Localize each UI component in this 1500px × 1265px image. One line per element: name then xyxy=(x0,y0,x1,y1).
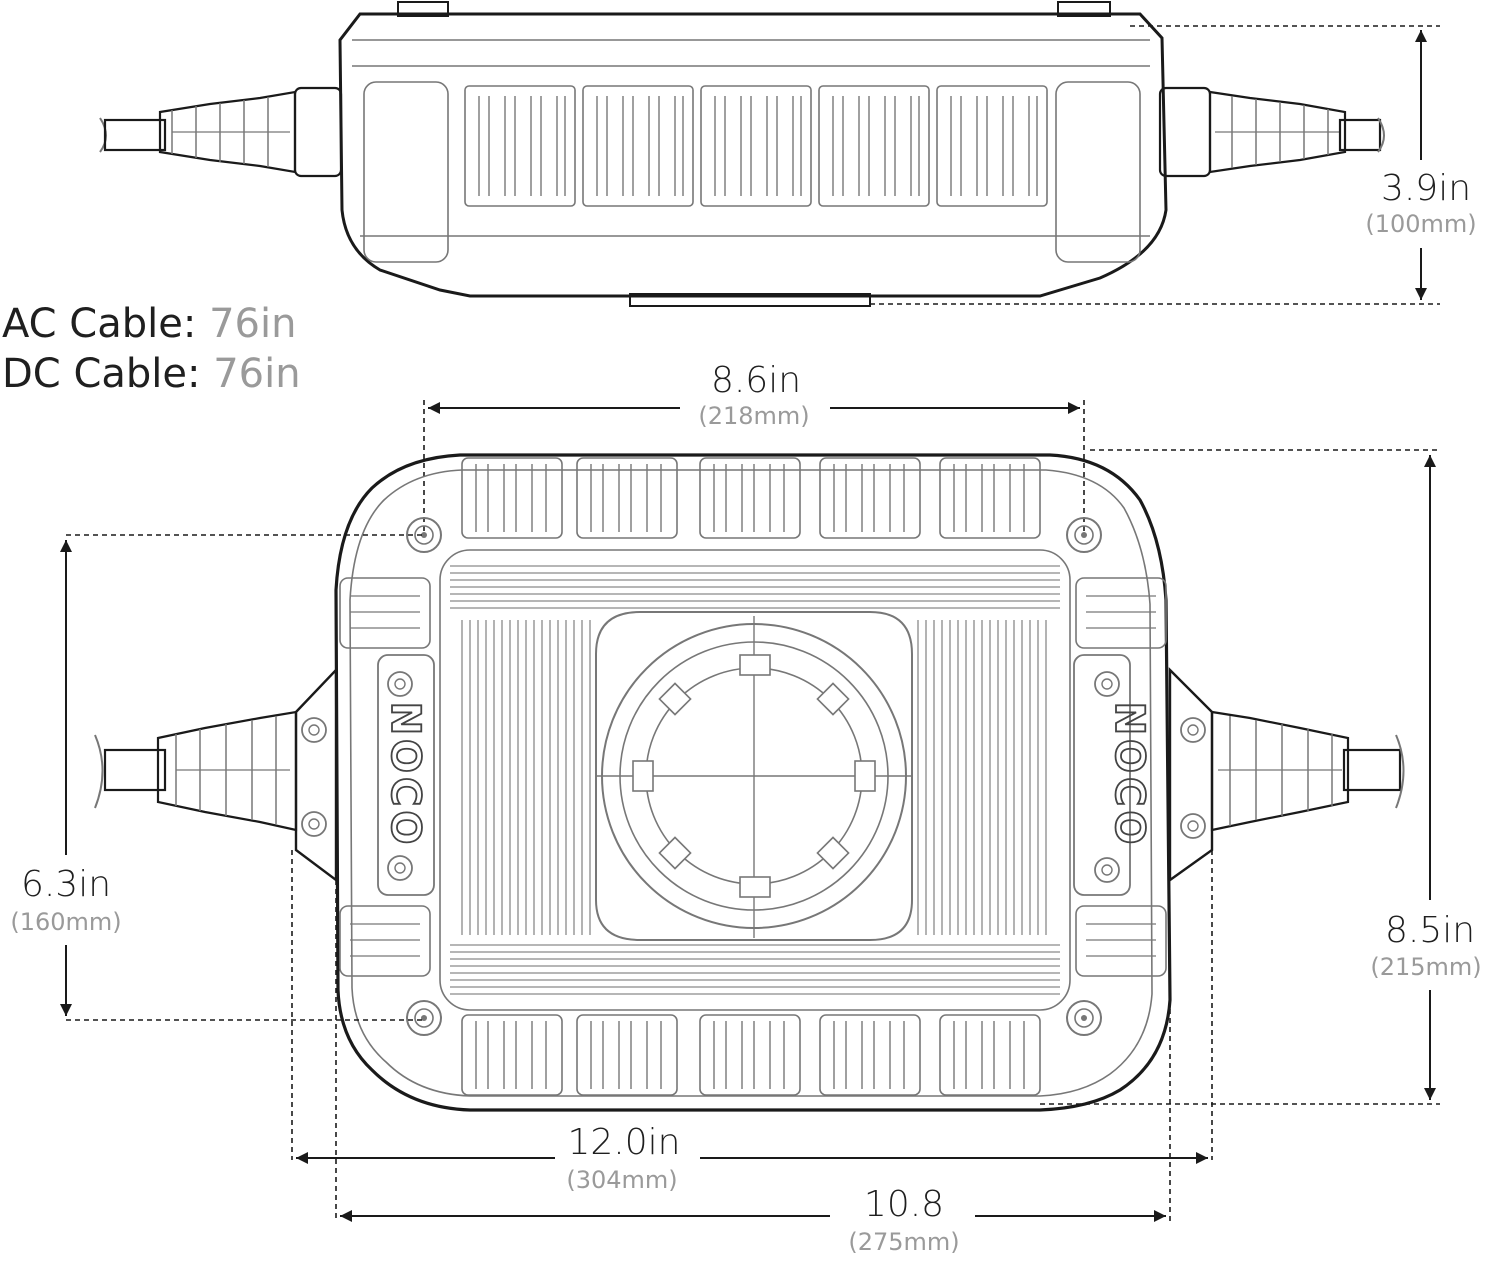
plan-view-right-cable xyxy=(1168,667,1405,883)
left-brand-logo: NOCO xyxy=(382,702,428,849)
overall-width-value: 12.0in xyxy=(568,1122,681,1163)
ac-cable-label: AC Cable: xyxy=(2,301,197,347)
dc-cable-length: DC Cable: 76in xyxy=(2,350,301,398)
side-view-left-cable xyxy=(99,86,343,178)
left-grip xyxy=(339,577,431,977)
body-width-dimension: 10.8 (275mm) xyxy=(335,880,1171,1256)
right-brand-logo: NOCO xyxy=(1106,702,1152,849)
right-grip xyxy=(1075,577,1167,977)
ac-cable-length: AC Cable: 76in xyxy=(2,300,296,348)
plan-view-left-cable xyxy=(94,667,338,883)
overall-width-dimension: 12.0in (304mm) xyxy=(291,850,1213,1194)
heat-sink-ribs xyxy=(450,565,1060,995)
mount-width-value: 8.6in xyxy=(711,360,801,401)
plan-view-body xyxy=(334,453,1172,1112)
body-width-value: 10.8 xyxy=(864,1184,944,1225)
left-logo-panel: NOCO xyxy=(377,654,435,896)
ac-cable-value: 76in xyxy=(209,301,297,347)
height-dimension-value: 3.9in xyxy=(1381,168,1471,209)
body-width-metric: (275mm) xyxy=(848,1228,959,1256)
side-view-body xyxy=(338,12,1168,298)
central-mount xyxy=(595,611,913,941)
overall-width-metric: (304mm) xyxy=(566,1166,677,1194)
depth-metric: (215mm) xyxy=(1370,953,1481,981)
right-logo-panel: NOCO xyxy=(1073,654,1153,896)
side-view xyxy=(99,1,1385,307)
plan-view: NOCO NOCO xyxy=(94,453,1405,1112)
depth-value: 8.5in xyxy=(1385,910,1475,951)
heat-sink-plate xyxy=(439,549,1071,1011)
dc-cable-label: DC Cable: xyxy=(2,351,201,397)
mount-depth-value: 6.3in xyxy=(21,864,111,905)
depth-dimension: 8.5in (215mm) xyxy=(1040,449,1482,1105)
mount-width-dimension: 8.6in (218mm) xyxy=(423,360,1085,535)
side-view-right-cable xyxy=(1158,86,1385,178)
mount-depth-dimension: 6.3in (160mm) xyxy=(10,534,424,1021)
dc-cable-value: 76in xyxy=(213,351,301,397)
height-dimension-metric: (100mm) xyxy=(1365,210,1476,238)
height-dimension: 3.9in (100mm) xyxy=(870,25,1477,305)
mount-width-metric: (218mm) xyxy=(698,402,809,430)
mount-depth-metric: (160mm) xyxy=(10,908,121,936)
